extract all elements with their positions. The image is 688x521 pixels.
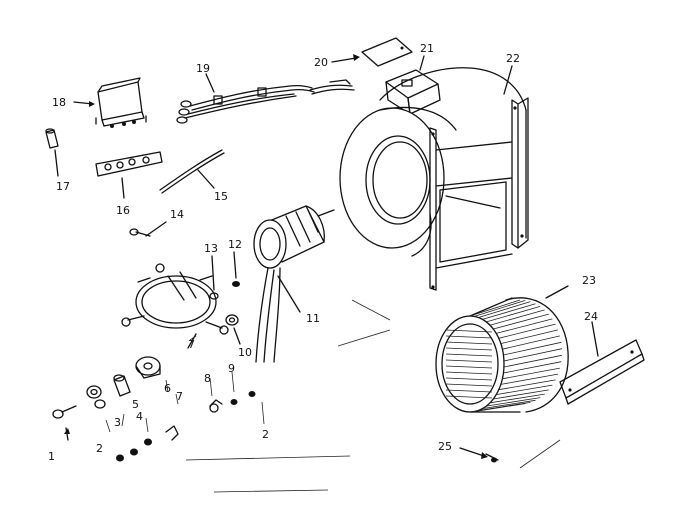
callout-6: 6 — [164, 382, 171, 395]
callout-12: 12 — [228, 238, 242, 251]
wheel-vane — [503, 341, 562, 356]
wheel-vane — [486, 397, 541, 407]
wheel-interior-hatch — [445, 335, 493, 339]
part-17-wire-nut — [45, 128, 59, 177]
wheel-vane — [498, 379, 556, 391]
part-10-grommet — [225, 314, 241, 345]
callout-14: 14 — [170, 208, 184, 221]
part-2-nut-right — [248, 391, 256, 397]
callout-5: 5 — [132, 398, 139, 411]
callout-20: 20 — [314, 56, 328, 69]
wheel-vane — [503, 354, 562, 368]
wheel-interior-hatch — [445, 347, 493, 351]
wheel-back-rim — [505, 297, 569, 413]
part-3-washer — [86, 385, 102, 399]
part-25-screw — [459, 447, 499, 463]
part-19-wiring-harness — [176, 73, 355, 124]
wheel-vane — [482, 399, 536, 409]
callout-1: 1 — [48, 450, 55, 463]
wheel-interior-hatch — [445, 383, 493, 387]
wheel-vane — [496, 384, 553, 395]
wheel-vane — [469, 403, 521, 413]
wheel-vane — [500, 373, 559, 385]
part-5-shaft — [113, 374, 131, 397]
callout-19: 19 — [196, 62, 210, 75]
part-14-screw — [129, 221, 167, 237]
wheel-interior-hatch — [445, 371, 493, 375]
callout-21: 21 — [420, 42, 434, 55]
guide-lines — [185, 299, 561, 493]
part-11-motor — [253, 205, 335, 363]
part-7-motor-mount — [121, 263, 229, 349]
wheel-vane — [489, 309, 545, 326]
leader-lines — [105, 335, 265, 433]
wheel-vane — [496, 318, 553, 334]
wheel-inner-rim — [441, 323, 499, 405]
wheel-vane — [478, 301, 531, 318]
callout-10: 10 — [238, 346, 252, 359]
wheel-vane — [493, 313, 549, 330]
wheel-vane — [498, 323, 556, 339]
part-12-nut — [232, 251, 240, 287]
part-21-junction-box — [385, 55, 441, 115]
callout-23: 23 — [582, 274, 596, 287]
callout-2-right: 2 — [262, 428, 269, 441]
callout-7-clip: 7 — [176, 390, 183, 403]
callout-4: 4 — [136, 410, 143, 423]
part-15-wire-lead — [159, 149, 225, 194]
wheel-top-edge — [469, 297, 513, 317]
wheel-vane — [502, 335, 560, 350]
wheel-vane — [503, 361, 562, 374]
callout-25: 25 — [438, 440, 452, 453]
wheel-vane — [482, 303, 536, 320]
part-16-terminal-strip — [95, 151, 163, 199]
wheel-interior-hatch — [445, 377, 493, 381]
wheel-vane — [500, 329, 559, 344]
part-4-washer — [94, 399, 106, 409]
wheel-vane — [502, 367, 560, 380]
callout-labels: 1 2 2 3 4 5 6 7 7 8 9 10 11 12 13 14 15 … — [48, 42, 598, 463]
callout-3: 3 — [114, 416, 121, 429]
part-24-cutoff-plate — [559, 321, 645, 405]
callout-15: 15 — [214, 190, 228, 203]
wheel-interior-hatch — [445, 353, 493, 357]
callout-9: 9 — [228, 362, 235, 375]
callout-16: 16 — [116, 204, 130, 217]
wheel-vane — [503, 348, 562, 362]
part-18-relay — [73, 77, 147, 128]
part-2-nut-left — [116, 438, 152, 462]
callout-18: 18 — [52, 96, 66, 109]
wheel-interior-hatch — [445, 389, 493, 393]
callout-24: 24 — [584, 310, 598, 323]
callout-22: 22 — [506, 52, 520, 65]
wheel-interior-hatch — [445, 359, 493, 363]
part-22-blower-housing — [339, 65, 529, 291]
leader-23 — [545, 285, 569, 299]
part-7-clip — [165, 425, 179, 441]
wheel-vane — [486, 306, 541, 323]
part-20-cover-plate — [331, 37, 413, 67]
wheel-vane — [489, 393, 545, 404]
wheel-interior-hatch — [445, 329, 493, 333]
part-23-blower-wheel — [435, 297, 569, 413]
wheel-interior-hatch — [445, 341, 493, 345]
part-1-bolt — [52, 405, 77, 441]
callout-11: 11 — [306, 312, 320, 325]
callout-17: 17 — [56, 180, 70, 193]
wheel-interior-hatch — [445, 395, 493, 399]
part-8-bushing — [209, 399, 223, 413]
callout-2-left: 2 — [96, 442, 103, 455]
wheel-vane — [474, 300, 526, 317]
wheel-interior-hatch — [445, 365, 493, 369]
callout-13: 13 — [204, 242, 218, 255]
callout-8: 8 — [204, 372, 211, 385]
callout-7-mount: 7 — [188, 338, 195, 351]
part-9-nut — [230, 399, 238, 405]
wheel-vane — [493, 389, 549, 400]
part-6-spacer — [135, 356, 161, 379]
wheel-vane — [469, 299, 521, 317]
